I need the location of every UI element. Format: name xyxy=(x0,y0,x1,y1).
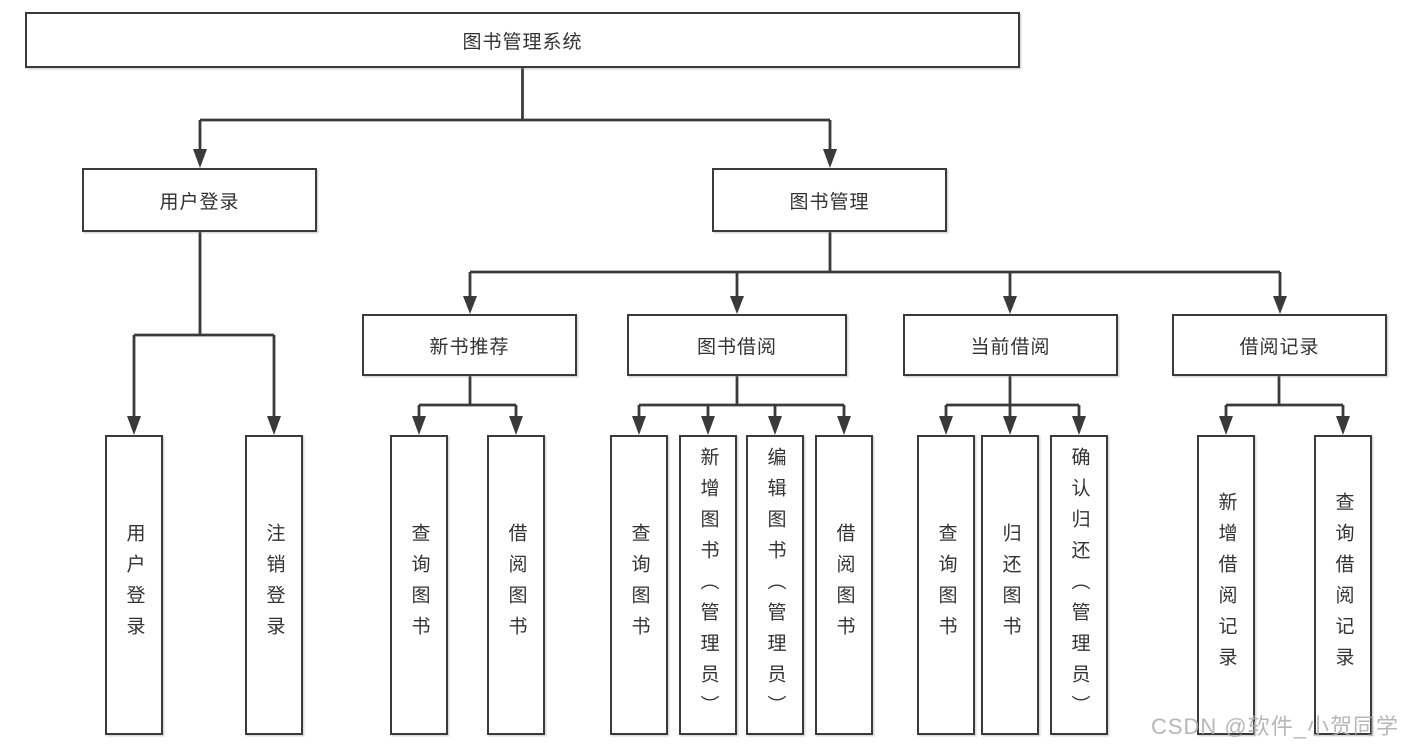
node-current-borrowing: 当前借阅 xyxy=(903,314,1118,376)
leaf-user-login: 用户登录 xyxy=(105,435,163,735)
leaf-query-books-recommend: 查询图书 xyxy=(390,435,448,735)
leaf-confirm-return-admin: 确认归还（管理员） xyxy=(1050,435,1108,735)
leaf-query-books-current: 查询图书 xyxy=(917,435,975,735)
leaf-borrow-books: 借阅图书 xyxy=(815,435,873,735)
csdn-watermark: CSDN @软件_小贺同学 xyxy=(1150,714,1399,739)
leaf-edit-book-admin: 编辑图书（管理员） xyxy=(746,435,804,735)
node-book-management: 图书管理 xyxy=(712,168,947,232)
node-new-book-recommendation: 新书推荐 xyxy=(362,314,577,376)
node-user-login: 用户登录 xyxy=(82,168,317,232)
leaf-query-borrow-record: 查询借阅记录 xyxy=(1314,435,1372,735)
leaf-add-borrow-record: 新增借阅记录 xyxy=(1197,435,1255,735)
node-library-management-system: 图书管理系统 xyxy=(25,12,1020,68)
leaf-borrow-books-recommend: 借阅图书 xyxy=(487,435,545,735)
leaf-query-books-borrow: 查询图书 xyxy=(610,435,668,735)
node-book-borrowing: 图书借阅 xyxy=(627,314,847,376)
leaf-return-book: 归还图书 xyxy=(981,435,1039,735)
leaf-add-book-admin: 新增图书（管理员） xyxy=(679,435,737,735)
leaf-logout: 注销登录 xyxy=(245,435,303,735)
node-borrowing-records: 借阅记录 xyxy=(1172,314,1387,376)
